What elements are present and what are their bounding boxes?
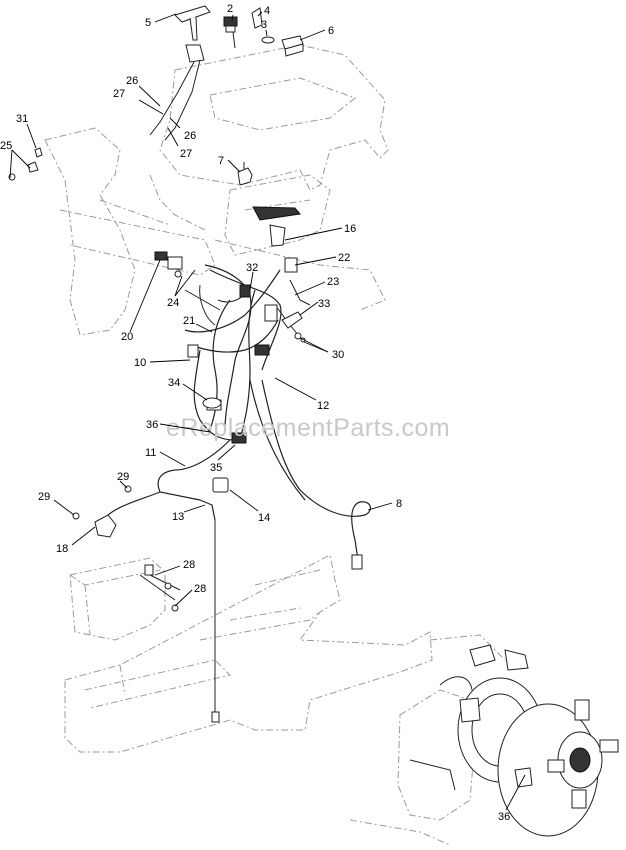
callout-21: 21 bbox=[183, 315, 195, 327]
callout-27-lower: 27 bbox=[180, 148, 192, 160]
callout-36-upper: 36 bbox=[146, 419, 158, 431]
callout-20: 20 bbox=[121, 331, 133, 343]
part-handle bbox=[174, 5, 211, 23]
part-switch bbox=[223, 16, 238, 27]
callout-33: 33 bbox=[318, 298, 330, 310]
callout-6: 6 bbox=[328, 25, 334, 37]
callout-31: 31 bbox=[16, 113, 28, 125]
callout-29-upper: 29 bbox=[117, 471, 129, 483]
callout-11: 11 bbox=[145, 447, 156, 459]
part-key bbox=[251, 7, 263, 29]
callout-labels: 2 3 4 5 6 7 8 10 11 12 13 14 16 18 20 21… bbox=[0, 3, 510, 823]
wire-harness-rear bbox=[261, 379, 372, 561]
parts-group bbox=[8, 5, 619, 837]
callout-24: 24 bbox=[167, 297, 179, 309]
callout-30: 30 bbox=[332, 349, 344, 361]
callout-35: 35 bbox=[210, 462, 222, 474]
part-nut-lower bbox=[72, 512, 80, 520]
callout-12: 12 bbox=[317, 400, 329, 412]
callout-32: 32 bbox=[246, 262, 258, 274]
callout-22: 22 bbox=[338, 252, 350, 264]
part-bushing bbox=[212, 477, 229, 493]
callout-23: 23 bbox=[327, 276, 339, 288]
part-bolt-assembly bbox=[281, 311, 303, 329]
part-terminal-boot bbox=[94, 514, 117, 538]
phantom-frame-outlines bbox=[44, 44, 506, 846]
callout-26-upper: 26 bbox=[126, 75, 138, 87]
callout-27-upper: 27 bbox=[113, 88, 125, 100]
callout-13: 13 bbox=[172, 511, 184, 523]
callout-18: 18 bbox=[56, 543, 68, 555]
callout-25: 25 bbox=[0, 140, 12, 152]
wheel-motor-assembly bbox=[409, 644, 619, 837]
part-nut bbox=[261, 36, 275, 44]
part-grommet bbox=[202, 397, 222, 409]
part-ignition-switch bbox=[237, 167, 253, 186]
part-connector bbox=[252, 206, 301, 221]
callout-28-upper: 28 bbox=[183, 559, 195, 571]
callout-7: 7 bbox=[218, 155, 224, 167]
callout-29-lower: 29 bbox=[38, 491, 50, 503]
callout-4: 4 bbox=[264, 5, 270, 17]
watermark: eReplacementParts.com bbox=[166, 414, 450, 442]
callout-28-lower: 28 bbox=[194, 583, 206, 595]
callout-36-lower: 36 bbox=[498, 811, 510, 823]
callout-26-lower: 26 bbox=[184, 130, 196, 142]
callout-16: 16 bbox=[344, 223, 356, 235]
callout-5: 5 bbox=[145, 17, 151, 29]
callout-34: 34 bbox=[168, 377, 180, 389]
callout-14: 14 bbox=[258, 512, 270, 524]
callout-8: 8 bbox=[396, 498, 402, 510]
callout-2: 2 bbox=[227, 3, 233, 15]
leader-lines bbox=[9, 11, 526, 811]
part-bracket-switch bbox=[154, 251, 168, 261]
callout-10: 10 bbox=[134, 357, 146, 369]
callout-3: 3 bbox=[261, 19, 267, 31]
